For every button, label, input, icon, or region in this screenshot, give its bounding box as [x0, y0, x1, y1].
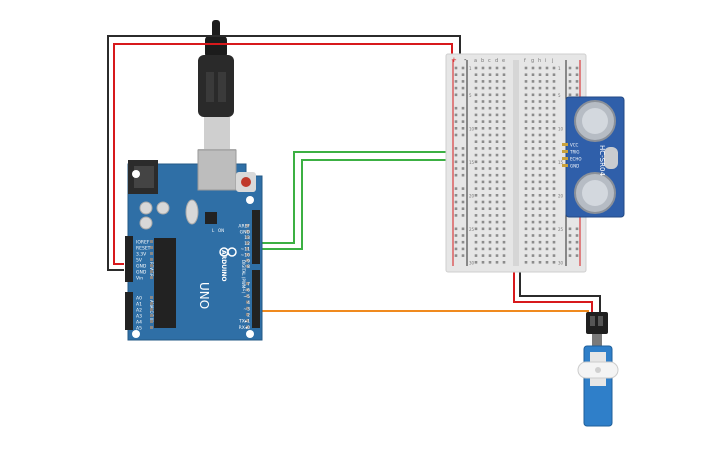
header-pin-label: ~5 — [243, 294, 250, 300]
on-led-label: ON — [218, 228, 224, 233]
breadboard-col-label: h — [538, 58, 541, 64]
header-pin-label: GND — [240, 229, 251, 235]
header-pin-label: ~3 — [243, 306, 250, 312]
header-pin-label: 7 — [247, 282, 250, 288]
header-pin-label: A5 — [136, 326, 142, 332]
header-pin-label: ~6 — [243, 288, 250, 294]
breadboard-col-label: i — [545, 58, 546, 64]
wire-5v-red — [113, 43, 453, 265]
servo-motor — [577, 312, 619, 427]
header-pin-label: 5V — [136, 258, 143, 264]
breadboard-row-label: 10 — [469, 126, 475, 131]
breadboard-col-label: f — [524, 58, 526, 64]
arduino-model: UNO — [197, 282, 211, 309]
header-pin-label: ~11 — [241, 247, 251, 253]
breadboard-row-label: 15 — [469, 160, 475, 165]
breadboard-col-label: c — [488, 58, 491, 64]
breadboard-row-label: 20 — [469, 193, 475, 198]
breadboard-col-label: g — [531, 58, 534, 64]
sensor-model: HC-SR04 — [598, 145, 606, 176]
header-pin-label: RESET — [136, 246, 151, 252]
ultrasonic-sensor: HC-SR04 VCC TRIG ECHO GND — [562, 96, 625, 218]
wire-echo-green — [258, 159, 540, 250]
header-pin-label: A2 — [136, 308, 142, 314]
breadboard-col-label: b — [481, 58, 484, 64]
breadboard-minus-label: - — [464, 56, 467, 64]
sensor-pin-label: GND — [570, 164, 579, 169]
sensor-pin-label: ECHO — [570, 157, 581, 162]
header-pin-label: A0 — [136, 296, 142, 302]
header-pin-label: A3 — [136, 314, 142, 320]
breadboard-plus-label: + — [451, 56, 457, 64]
header-pin-label: Vin — [136, 276, 143, 282]
header-pin-label: A1 — [136, 302, 142, 308]
breadboard-col-label: j — [551, 58, 553, 64]
arduino-brand: ARDUINO — [220, 250, 227, 281]
breadboard-col-label: a — [474, 58, 477, 64]
digital-label: DIGITAL (PWM~) — [241, 260, 246, 294]
breadboard-row-label: 20 — [558, 193, 564, 198]
power-label: POWER — [149, 262, 154, 277]
sensor-pin-label: TRIG — [569, 150, 580, 155]
header-pin-label: 13 — [244, 235, 250, 241]
header-pin-label: 12 — [244, 241, 250, 247]
header-pin-label: 2 — [247, 313, 250, 319]
header-pin-label: 3.3V — [136, 252, 147, 258]
header-pin-label: 4 — [247, 300, 250, 306]
breadboard-col-label: e — [502, 58, 505, 64]
header-pin-label: A4 — [136, 320, 142, 326]
header-pin-label: AREF — [238, 224, 250, 230]
breadboard-row-label: 1 — [558, 66, 561, 71]
header-pin-label: ~9 — [243, 258, 250, 264]
sensor-pin-label: VCC — [570, 143, 579, 148]
l-led-label: L — [212, 228, 215, 233]
breadboard-row-label: 15 — [558, 160, 564, 165]
breadboard-row-label: 25 — [469, 227, 475, 232]
analog-label: ANALOG IN — [149, 300, 154, 322]
breadboard-row-label: 5 — [469, 93, 472, 98]
header-pin-label: RX◂0 — [239, 325, 250, 331]
reset-button[interactable] — [241, 177, 251, 187]
breadboard-row-label: 30 — [469, 260, 475, 265]
header-pin-label: GND — [136, 270, 147, 276]
breadboard-row-label: 1 — [469, 66, 472, 71]
header-pin-label: GND — [136, 264, 147, 270]
header-pin-label: ~10 — [241, 253, 251, 259]
wire-trig-green — [258, 151, 540, 244]
header-pin-label: TX▸1 — [238, 319, 250, 325]
wire-signal-orange — [258, 310, 589, 314]
header-pin-label: 8 — [247, 264, 250, 270]
header-pin-label: IOREF — [136, 240, 150, 246]
breadboard-row-label: 30 — [558, 260, 564, 265]
breadboard-row-label: 10 — [558, 126, 564, 131]
breadboard-row-label: 5 — [558, 93, 561, 98]
arduino-uno: ARDUINO UNO ON L DIGITAL (PWM~) POWER AN… — [125, 149, 263, 341]
wire-gnd-black — [107, 35, 461, 271]
breadboard-row-label: 25 — [558, 227, 564, 232]
breadboard-col-label: d — [495, 58, 498, 64]
